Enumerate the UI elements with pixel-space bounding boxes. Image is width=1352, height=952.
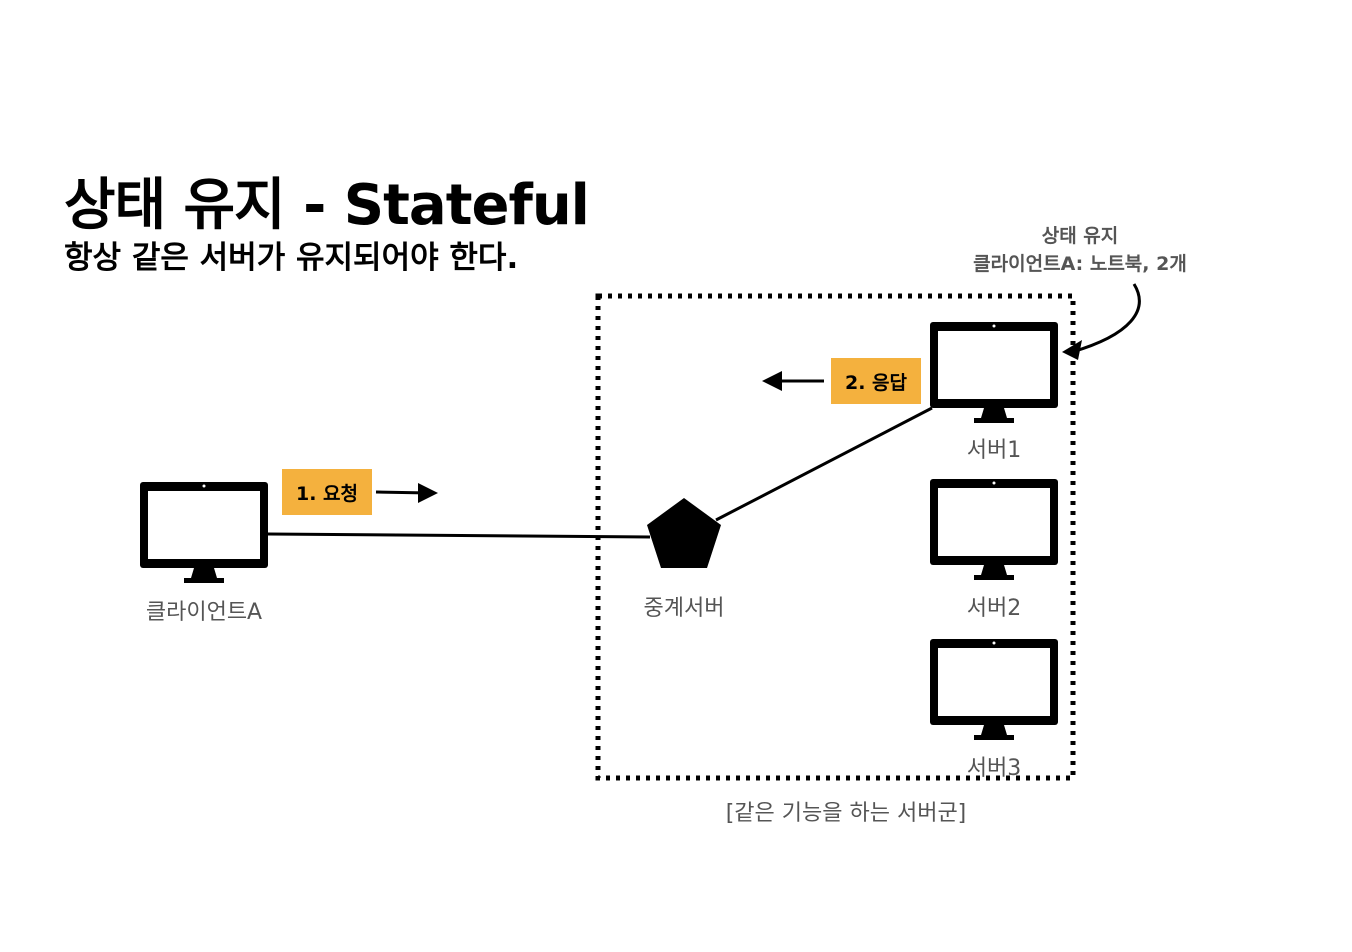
client-monitor-icon xyxy=(140,482,268,583)
response-tag: 2. 응답 xyxy=(831,358,921,404)
page-title: 상태 유지 - Stateful xyxy=(64,173,590,238)
relay-server1-connection xyxy=(715,406,933,522)
relay-label: 중계서버 xyxy=(643,596,725,621)
request-tag: 1. 요청 xyxy=(282,469,372,515)
state-note: 상태 유지 클라이언트A: 노트북, 2개 xyxy=(948,222,1212,278)
server2-label: 서버2 xyxy=(966,596,1022,621)
state-note-line2: 클라이언트A: 노트북, 2개 xyxy=(973,253,1187,275)
page-subtitle: 항상 같은 서버가 유지되어야 한다. xyxy=(64,240,519,276)
client-relay-connection xyxy=(267,532,651,539)
server1-label: 서버1 xyxy=(966,438,1022,463)
server3-label: 서버3 xyxy=(966,756,1022,781)
state-note-line1: 상태 유지 xyxy=(1041,225,1119,247)
relay-server-icon xyxy=(647,498,721,568)
server3-monitor-icon xyxy=(930,639,1058,740)
response-arrow-icon xyxy=(762,371,824,391)
server-group-caption: [같은 기능을 하는 서버군] xyxy=(725,801,967,826)
server1-monitor-icon xyxy=(930,322,1058,423)
state-note-arrow-icon xyxy=(1062,283,1141,360)
server2-monitor-icon xyxy=(930,479,1058,580)
client-label: 클라이언트A xyxy=(145,600,263,625)
request-arrow-icon xyxy=(375,483,438,503)
